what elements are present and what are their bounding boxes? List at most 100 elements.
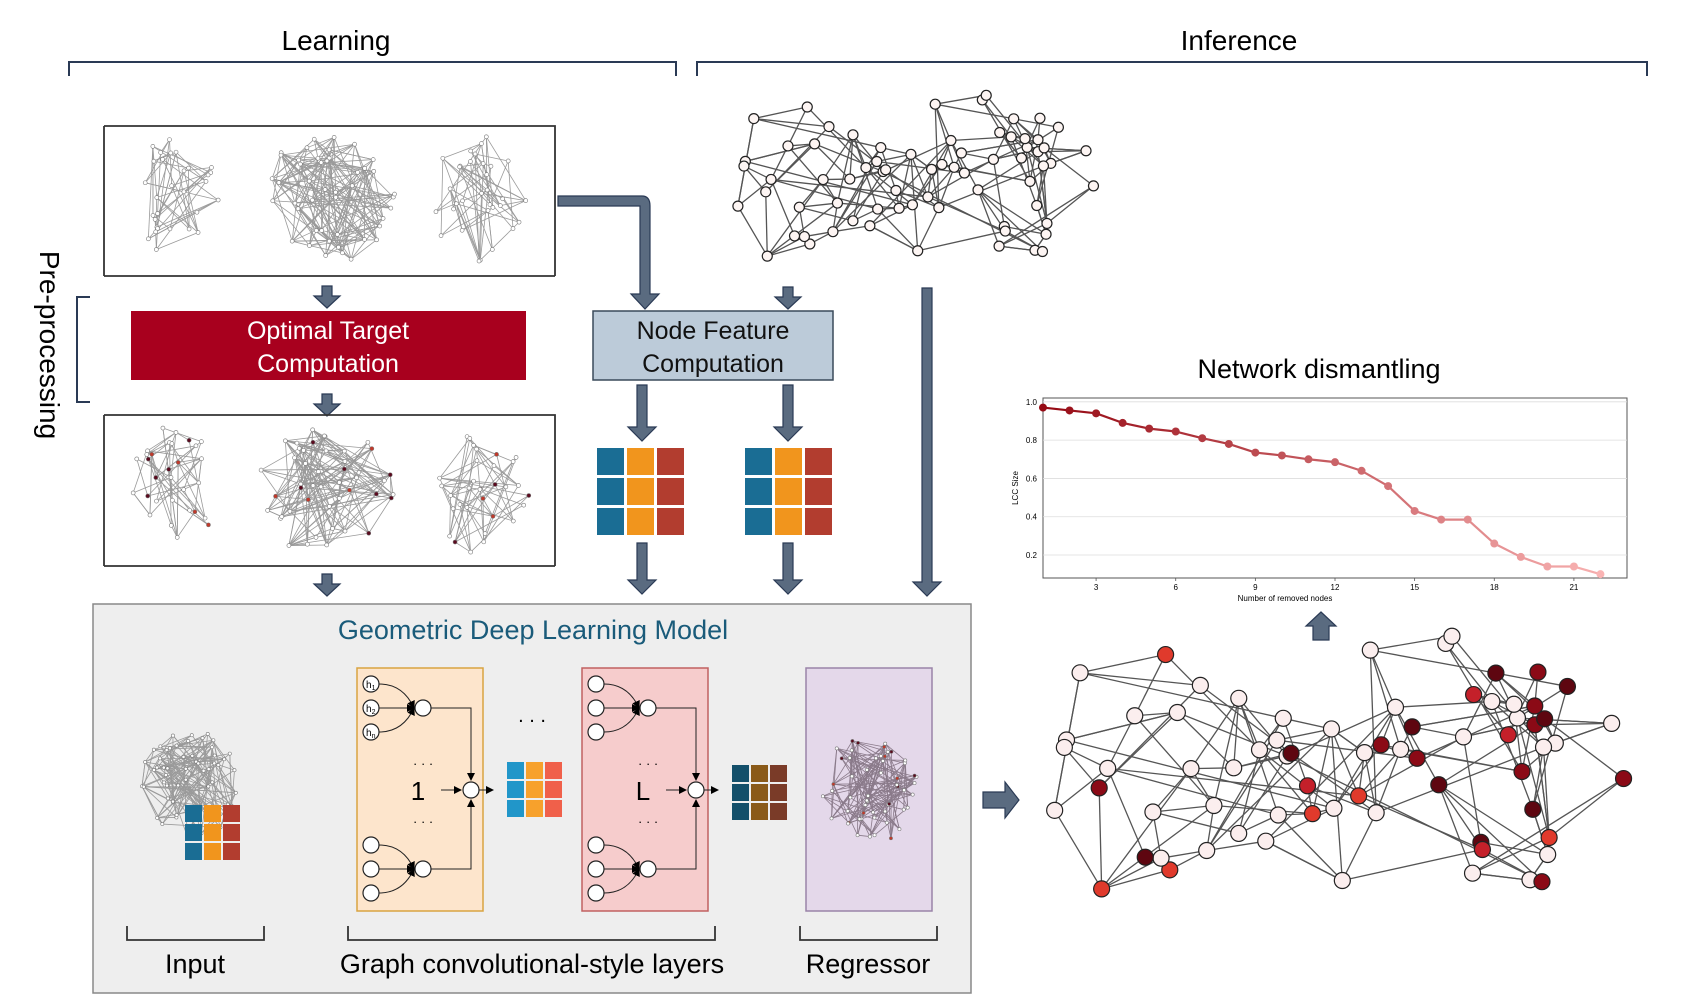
network-node (1533, 873, 1551, 891)
network-node (1408, 749, 1426, 767)
graph-edge (857, 834, 870, 837)
graph-edge (299, 163, 338, 235)
graph-node (310, 197, 315, 203)
graph-edge (272, 160, 328, 202)
graph-edge (441, 485, 481, 490)
matrix-cell (627, 478, 654, 505)
graph-edge (285, 440, 322, 488)
graph-edge (449, 436, 468, 537)
series-line-segment (1360, 469, 1389, 488)
x-tick-label: 9 (1253, 583, 1258, 592)
graph-node (903, 758, 908, 763)
graph-node (487, 202, 493, 207)
graph-node (150, 144, 156, 149)
x-axis-label: Number of removed nodes (1238, 594, 1333, 603)
graph-node (181, 189, 187, 195)
network-node (1372, 736, 1390, 754)
graph-node (146, 236, 151, 242)
graph-node (303, 461, 308, 466)
graph-node (296, 157, 301, 163)
graph-edge (176, 462, 179, 538)
graph-edge (904, 760, 909, 808)
network-node (1487, 664, 1505, 682)
graph-edge (178, 458, 202, 463)
matrix-cell (732, 765, 749, 782)
network-edge (1394, 706, 1440, 786)
graph-edge (260, 447, 300, 471)
graph-edge (188, 440, 206, 519)
graph-edge (132, 492, 151, 516)
graph-node (283, 438, 288, 444)
graph-node (173, 430, 179, 435)
graph-node (150, 213, 156, 218)
graph-edge (442, 157, 494, 208)
network-edge (1238, 749, 1261, 834)
graph-edge (148, 211, 198, 240)
graph-node (166, 796, 170, 801)
graph-node (174, 813, 179, 817)
graph-edge (450, 484, 496, 496)
graph-edge (267, 510, 282, 518)
graph-edge (338, 171, 375, 248)
graph-edge (449, 188, 454, 210)
x-tick-label: 21 (1569, 583, 1578, 592)
network-edge (981, 99, 1012, 138)
network-node (912, 245, 924, 257)
graph-node (173, 149, 179, 155)
graph-node (212, 761, 217, 766)
graph-edge (442, 143, 482, 159)
graph-node (490, 247, 495, 252)
graph-node (874, 756, 878, 761)
graph-node (856, 740, 860, 745)
network-edge (1258, 749, 1314, 815)
network-edge (877, 208, 919, 252)
matrix-cell (185, 824, 202, 841)
graph-edge (177, 462, 200, 484)
layer-1-label: 1 (411, 776, 425, 806)
graph-node (311, 136, 317, 142)
network-edge (998, 222, 1048, 247)
graph-node (276, 180, 282, 185)
graph-edge (867, 795, 890, 805)
network-node (1205, 796, 1223, 815)
graph-node (433, 209, 439, 214)
network-edge (1395, 700, 1492, 708)
graph-edge (335, 170, 374, 198)
graph-edge (483, 485, 519, 543)
network-node (1126, 707, 1144, 725)
graph-node (313, 535, 319, 540)
graph-node (490, 513, 496, 519)
graph-edge (188, 168, 190, 230)
y-tick-label: 1.0 (1026, 398, 1038, 407)
graph-node (202, 515, 208, 521)
graph-node (199, 456, 204, 461)
graph-edge (144, 761, 165, 783)
graph-edge (459, 504, 472, 553)
graph-node (380, 216, 386, 221)
graph-node (863, 803, 868, 807)
graph-node (306, 178, 312, 184)
graph-edge (368, 497, 392, 534)
network-edge (1445, 643, 1493, 702)
graph-node (484, 187, 490, 193)
network-node (847, 215, 859, 227)
network-edge (743, 165, 767, 193)
graph-edge (841, 758, 868, 802)
graph-edge (278, 182, 326, 190)
network-node (1032, 134, 1044, 146)
network-edge (1265, 807, 1335, 842)
graph-node (307, 243, 312, 248)
graph-edge (313, 138, 384, 219)
series-line-segment (1095, 412, 1124, 424)
graph-node (440, 155, 446, 161)
graph-edge (325, 450, 391, 476)
matrix-cell (627, 448, 654, 475)
graph-node (193, 443, 199, 449)
graph-node (466, 485, 472, 491)
network-edge (934, 104, 955, 168)
matrix-cell (805, 448, 832, 475)
graph-node (232, 768, 237, 773)
graph-node (337, 480, 342, 485)
network-edge (917, 207, 940, 252)
